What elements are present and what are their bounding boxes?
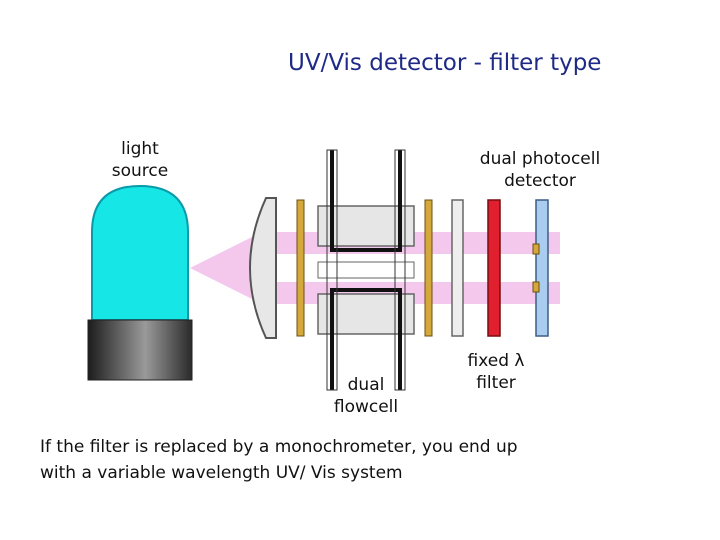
label-photocell-detector: dual photocell detector (462, 148, 618, 192)
light-source-line1: light (121, 139, 159, 159)
label-fixed-filter: fixed λ filter (456, 350, 536, 394)
light-source-line2: source (111, 161, 169, 181)
slit-right (424, 199, 433, 337)
flowcell (317, 149, 415, 391)
photocell-upper (532, 243, 540, 255)
fixed-filter-line1: fixed λ (467, 351, 525, 371)
slit-left (296, 199, 305, 337)
photocell-detector (535, 199, 549, 337)
caption: If the filter is replaced by a monochrom… (40, 434, 680, 486)
lamp-base (87, 319, 193, 381)
light-cone (190, 232, 262, 304)
lamp-bulb (91, 184, 189, 321)
flowcell-line2: flowcell (333, 397, 399, 417)
flowcell-line1: dual (347, 375, 385, 395)
photocell-lower (532, 281, 540, 293)
clear-plate (451, 199, 464, 337)
caption-line2: with a variable wavelength UV/ Vis syste… (40, 463, 403, 483)
label-flowcell: dual flowcell (326, 374, 406, 418)
page-title: UV/Vis detector - filter type (288, 50, 602, 76)
red-filter (487, 199, 501, 337)
caption-line1: If the filter is replaced by a monochrom… (40, 437, 518, 457)
fixed-filter-line2: filter (476, 373, 516, 393)
photocell-line1: dual photocell (479, 149, 601, 169)
label-light-source: light source (100, 138, 180, 182)
photocell-line2: detector (504, 171, 576, 191)
lens (249, 197, 277, 339)
